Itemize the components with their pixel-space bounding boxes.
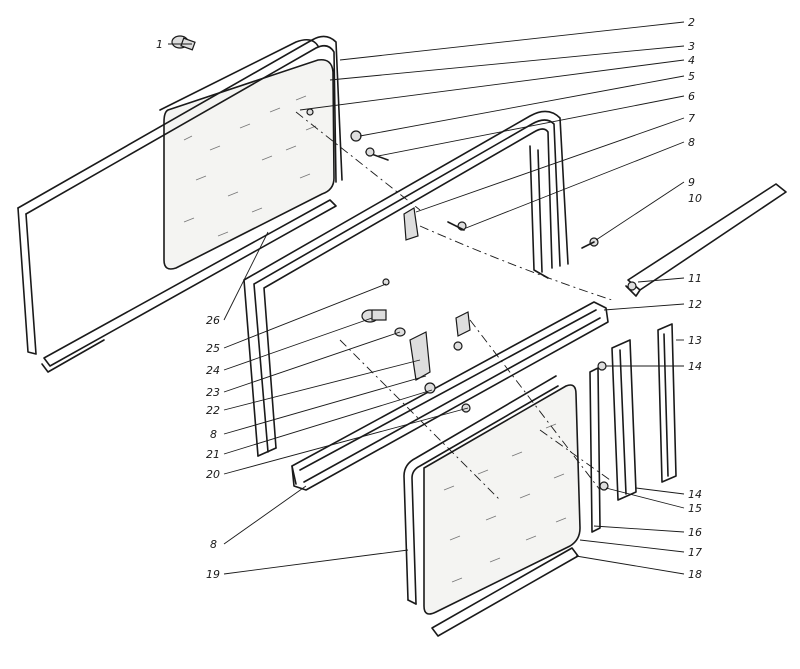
upper-glass-panel: [163, 58, 335, 270]
upper-glass-run-channel: [17, 35, 343, 355]
callout-11: 11: [688, 272, 702, 285]
callout-labels: 1 2 3 4 5 6 7 8 9 10 11 12 13 14 14 15 1…: [156, 16, 702, 581]
callout-8-mid: 8: [210, 428, 217, 441]
callout-24: 24: [206, 364, 220, 377]
upper-lower-guide-strip: [41, 199, 337, 373]
clip-part: [403, 207, 467, 241]
knob-part: [171, 35, 196, 51]
callout-18: 18: [688, 568, 702, 581]
callout-14-upper: 14: [688, 360, 702, 373]
callout-1: 1: [156, 38, 163, 51]
callout-23: 23: [206, 386, 220, 399]
callout-13: 13: [688, 334, 702, 347]
guide-rail-part: [625, 183, 787, 297]
lower-horizontal-channel: [291, 301, 609, 491]
roller-parts: [361, 278, 406, 337]
callout-3: 3: [688, 40, 695, 53]
screw-parts-upper: [306, 108, 389, 161]
callout-5: 5: [688, 70, 695, 83]
callout-8: 8: [688, 136, 695, 149]
callout-4: 4: [688, 54, 695, 67]
callout-15: 15: [688, 502, 702, 515]
callout-19: 19: [206, 568, 220, 581]
callout-9: 9: [688, 176, 695, 189]
callout-20: 20: [206, 468, 220, 481]
assembly-axis-lines: [295, 111, 613, 501]
brackets-mid: [409, 311, 471, 413]
lower-glass-frame: [403, 375, 559, 605]
lower-glass-panel: [423, 384, 581, 615]
callout-25: 25: [206, 342, 220, 355]
callout-6: 6: [688, 90, 695, 103]
callout-10: 10: [688, 192, 702, 205]
callout-16: 16: [688, 526, 702, 539]
callout-2: 2: [688, 16, 695, 29]
screw-9: [581, 237, 599, 249]
leader-lines: [168, 21, 685, 575]
vertical-channels: [589, 323, 677, 533]
callout-12: 12: [688, 298, 702, 311]
callout-26: 26: [206, 314, 220, 327]
callout-8-lower: 8: [210, 538, 217, 551]
middle-u-frame: [243, 110, 569, 457]
callout-17: 17: [688, 546, 702, 559]
callout-14-lower: 14: [688, 488, 702, 501]
callout-22: 22: [206, 404, 220, 417]
callout-7: 7: [688, 112, 695, 125]
callout-21: 21: [206, 448, 220, 461]
